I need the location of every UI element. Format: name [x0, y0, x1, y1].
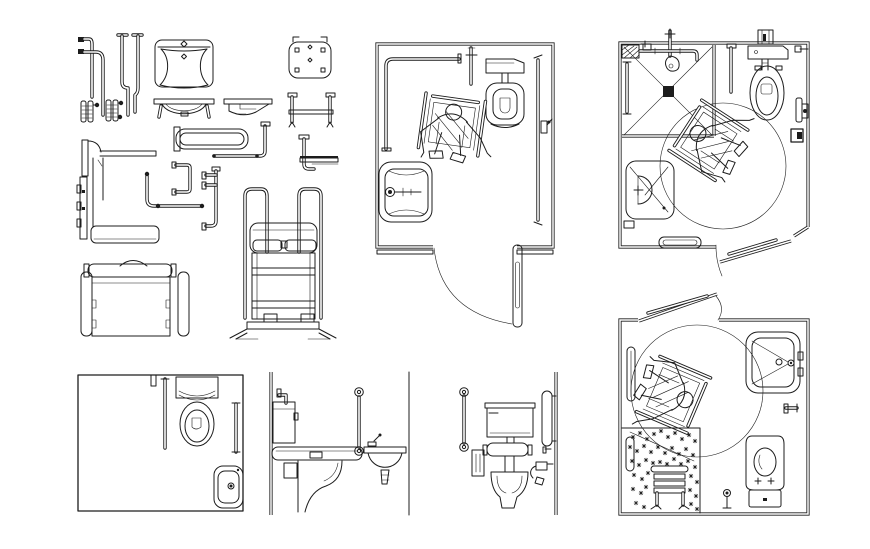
shower-bench-front-view — [80, 260, 190, 337]
walls — [375, 42, 555, 249]
hook — [542, 446, 552, 454]
floor-drain — [663, 86, 674, 97]
partition-rail — [726, 43, 737, 94]
right-wall-fittings — [790, 45, 809, 143]
plan-roll-in-shower-room — [618, 28, 810, 277]
turning-circle — [630, 324, 764, 458]
wheelchair-front-view — [229, 187, 337, 340]
shower-mixer — [530, 461, 554, 486]
corner-hatch — [621, 44, 640, 59]
right-wall-rail — [533, 54, 553, 226]
toilet-front-view — [482, 402, 536, 509]
basin-side-view — [363, 433, 407, 485]
cistern — [272, 388, 299, 444]
folded-drop-rails — [80, 99, 124, 123]
fold-up-seat-side-view — [76, 139, 160, 244]
corner-grab-rail — [212, 121, 271, 158]
bidet-plan — [213, 465, 244, 509]
threshold-left — [376, 249, 434, 255]
plan-accessible-wc — [375, 42, 555, 328]
wall-grab-rail-set — [78, 37, 105, 117]
threshold-right — [516, 249, 554, 255]
wheelchair-user — [621, 351, 713, 447]
elevation-cistern-wc — [459, 372, 558, 515]
wall-stub — [150, 374, 157, 387]
shower-area — [621, 427, 701, 514]
plan-wc-bidet-detail — [77, 374, 244, 512]
shower-stool — [650, 465, 690, 510]
right-wall-rail — [541, 390, 557, 447]
bottom-wall-handle — [658, 236, 702, 249]
fold-down-rail — [271, 387, 364, 461]
toilet-plan — [175, 376, 219, 447]
door — [638, 292, 722, 323]
door — [433, 244, 523, 328]
door-swing-arc — [715, 244, 723, 277]
wheelchair-user — [415, 91, 501, 169]
flush-plate — [471, 449, 485, 477]
plan-shower-room-with-stool — [618, 292, 810, 516]
wash-basin-plan — [623, 160, 675, 229]
tee-rail — [201, 166, 221, 231]
wash-basin-plan — [745, 331, 804, 394]
door-swing-arc — [433, 247, 513, 325]
toilet-plan — [485, 58, 525, 128]
vertical-handle-rail — [171, 161, 192, 196]
wash-basin-front-elevation — [153, 98, 215, 119]
wash-basin-side-elevation — [223, 98, 273, 116]
elevation-wc-basin — [269, 371, 410, 516]
loop-grab-rail — [173, 126, 249, 152]
corner-grab-rail — [381, 53, 462, 152]
floor-l-rail — [144, 171, 205, 209]
left-grab-bar — [459, 387, 469, 452]
shower-head — [665, 55, 680, 72]
floor-tap — [722, 489, 732, 509]
toilet-plan — [747, 29, 789, 121]
right-wall-rail — [231, 402, 241, 454]
room-outline — [77, 374, 244, 512]
wash-basin-plan — [378, 161, 433, 223]
wash-basin-plan — [154, 39, 214, 89]
shower-stool-plan — [288, 36, 332, 79]
tap — [367, 433, 382, 447]
wall-tap — [783, 403, 799, 414]
toilet-side-view — [283, 460, 343, 513]
shower-area — [622, 28, 716, 138]
drop-down-pole-rails — [116, 33, 144, 117]
shower-stool-elevation — [287, 92, 336, 128]
grab-rail — [160, 377, 170, 450]
shower-riser-pipe — [465, 46, 478, 86]
door — [715, 238, 792, 277]
wall-shelf-bracket — [298, 134, 339, 171]
block-library — [76, 33, 339, 340]
toilet-plan — [745, 435, 785, 508]
left-wall-rail — [622, 61, 632, 115]
door-swing-arc — [715, 295, 722, 321]
turning-circle — [659, 102, 787, 230]
